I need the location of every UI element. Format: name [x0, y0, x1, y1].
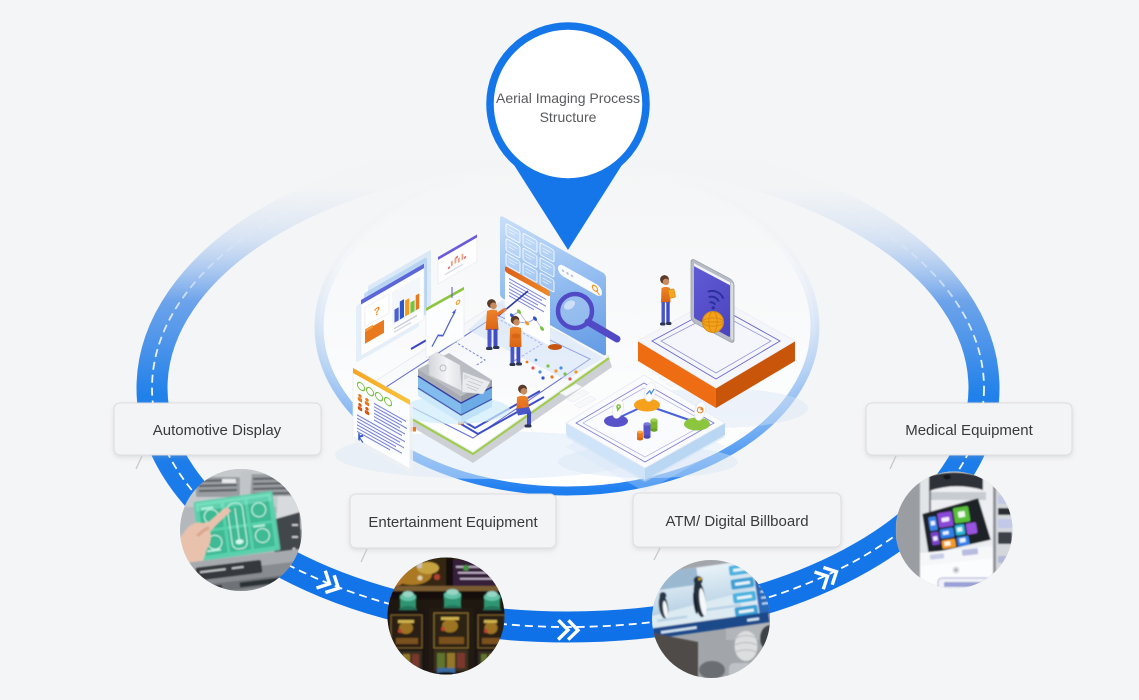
svg-text:?: ? [374, 305, 380, 320]
svg-text:ATM/ Digital Billboard: ATM/ Digital Billboard [665, 513, 808, 530]
svg-text:Entertainment Equipment: Entertainment Equipment [368, 514, 538, 531]
svg-text:Medical Equipment: Medical Equipment [905, 422, 1033, 439]
svg-text:Structure: Structure [540, 109, 597, 125]
svg-text:Aerial Imaging Process: Aerial Imaging Process [496, 90, 640, 106]
svg-text:Automotive Display: Automotive Display [153, 422, 282, 439]
